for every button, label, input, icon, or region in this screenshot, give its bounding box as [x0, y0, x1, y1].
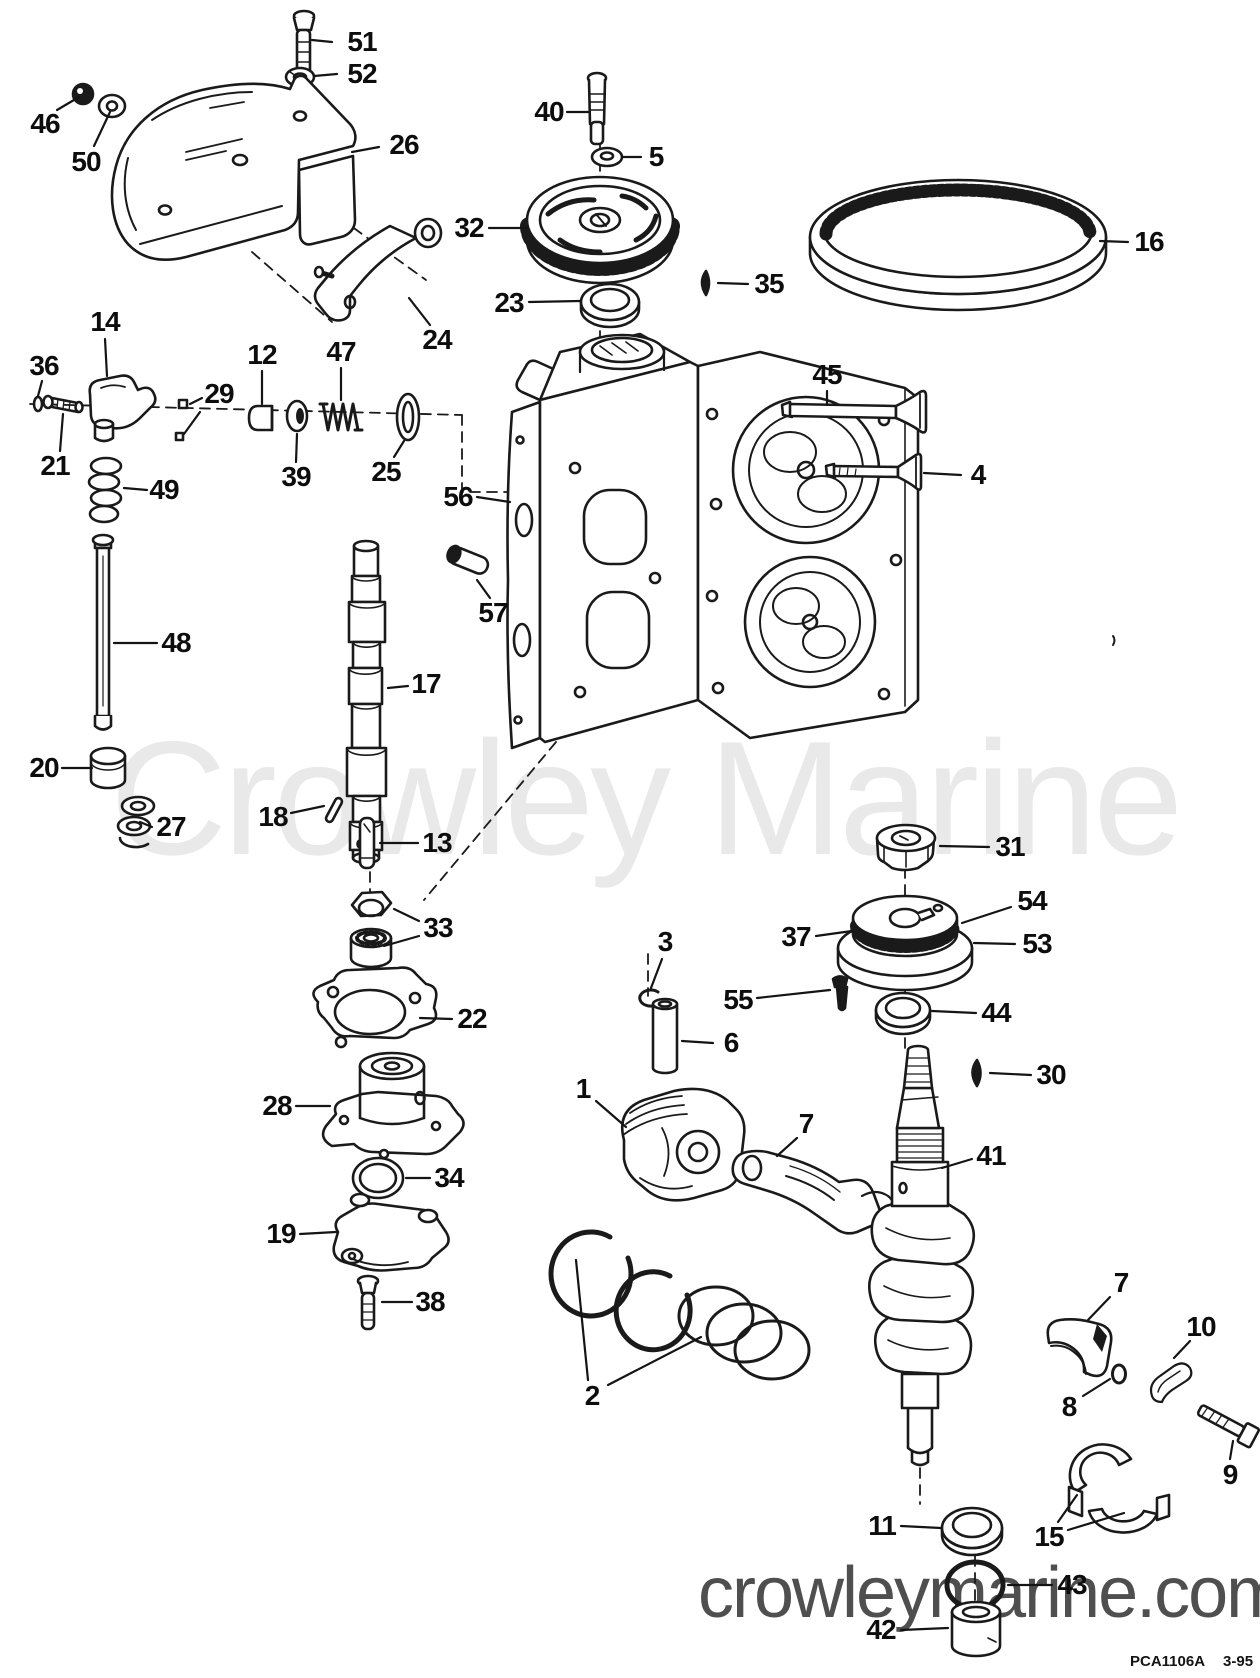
watermark-crowley-marine: Crowley Marine [110, 708, 1183, 889]
part-8-o-ring [1111, 1363, 1127, 1385]
part-44-oil-seal [874, 991, 932, 1036]
part-15-bearing-halves [1067, 1443, 1171, 1534]
part-33-nut-and-bearing [349, 890, 393, 969]
part-9-bolt [1196, 1404, 1260, 1449]
part-14-cam-follower [88, 374, 157, 443]
part-16-timing-belt [808, 178, 1108, 312]
part-13-dowel-pin [358, 816, 376, 870]
part-23-seal [579, 282, 641, 329]
part-42-bushing [950, 1600, 1002, 1658]
part-20-bushing [89, 746, 127, 790]
part-56-cylinder-head [506, 332, 920, 750]
part-19-cover-plate [332, 1192, 450, 1272]
stray-mark [1112, 635, 1116, 646]
leader-lines [36, 38, 1235, 1632]
part-18-pin [324, 796, 344, 824]
part-45-valve [780, 389, 928, 434]
doc-code: PCA1106A [1130, 1653, 1206, 1670]
part-1-piston [620, 1087, 746, 1202]
part-34-o-ring [351, 1156, 405, 1200]
part-26-timing-belt-cover [110, 74, 357, 261]
part-32-camshaft-pulley [520, 175, 680, 285]
part-36-pin [32, 395, 44, 413]
part-30-woodruff-key [971, 1058, 982, 1088]
part-7-connecting-rod [731, 1149, 897, 1235]
part-47-valve-spring [318, 402, 364, 432]
part-11-oil-seal [940, 1506, 1004, 1557]
document-reference: PCA1106A 3-95 [1130, 1653, 1253, 1670]
part-50-washer [97, 93, 127, 119]
part-28-oil-pump-housing [321, 1051, 465, 1160]
doc-date: 3-95 [1223, 1653, 1254, 1670]
part-57-dowel [446, 544, 490, 575]
part-12-tappet-cup [247, 404, 274, 432]
part-35-woodruff-key [700, 269, 711, 297]
part-38-bolt [356, 1274, 380, 1331]
part-55-screw [831, 975, 849, 1012]
part-54-crankshaft-pulley [850, 894, 960, 958]
part-22-gasket [312, 966, 438, 1049]
part-6-piston-pin [651, 997, 679, 1075]
part-39-seal [285, 399, 309, 433]
part-48-push-rod [91, 533, 115, 731]
part-27-washers [116, 795, 156, 849]
part-46-nut [71, 82, 95, 106]
part-25-retainer-ring [395, 392, 421, 442]
part-4-valve [824, 452, 923, 491]
part-5-washer [590, 146, 624, 168]
part-41-crankshaft [868, 1044, 976, 1467]
part-31-nut [875, 823, 937, 872]
part-2-piston-rings [548, 1229, 811, 1381]
part-10-clip [1149, 1362, 1193, 1404]
part-49-spring [87, 456, 123, 524]
part-17-camshaft [345, 539, 388, 865]
part-7-rod-cap [1046, 1318, 1113, 1378]
part-29-shims [174, 398, 189, 442]
part-40-bolt [586, 71, 608, 146]
centerlines [29, 75, 976, 1601]
part-21-adjusting-screw [42, 394, 84, 414]
part-24-bracket [313, 217, 443, 322]
